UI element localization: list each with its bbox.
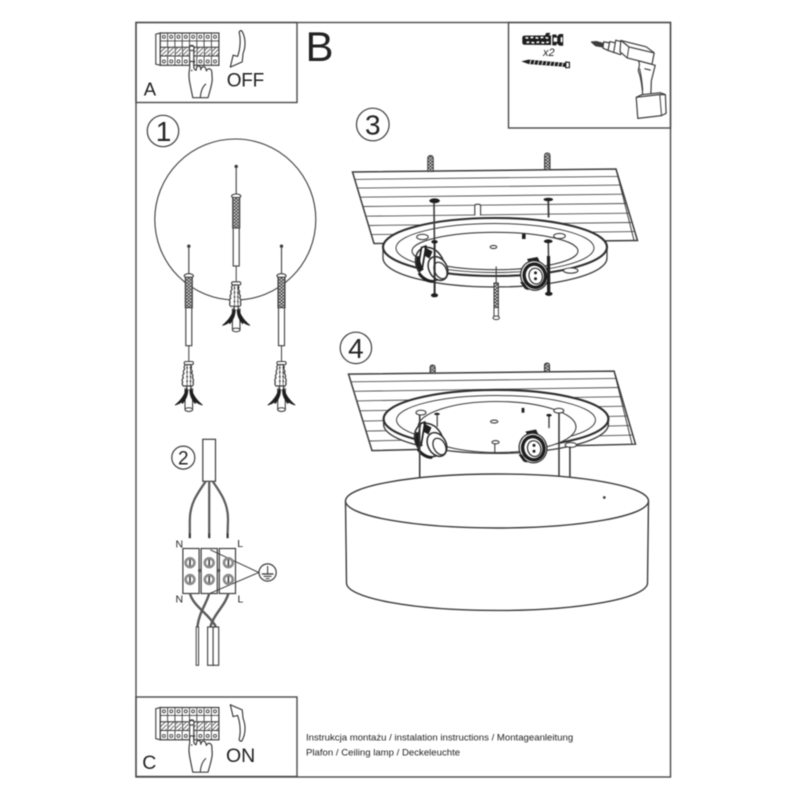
svg-text:2: 2: [178, 448, 189, 469]
svg-text:OFF: OFF: [227, 70, 264, 91]
svg-text:x2: x2: [542, 47, 555, 59]
svg-text:L: L: [237, 538, 243, 550]
svg-text:Instrukcja montażu / instalati: Instrukcja montażu / instalation instruc…: [306, 733, 573, 744]
svg-text:N: N: [176, 539, 184, 551]
svg-text:Plafon / Ceiling lamp / Deckel: Plafon / Ceiling lamp / Deckeleuchte: [306, 748, 460, 759]
svg-text:C: C: [142, 752, 156, 774]
svg-text:L: L: [238, 594, 244, 606]
svg-text:B: B: [306, 23, 334, 70]
svg-text:A: A: [144, 79, 157, 100]
svg-text:4: 4: [348, 333, 364, 364]
svg-text:3: 3: [365, 110, 381, 141]
svg-text:ON: ON: [226, 745, 255, 767]
svg-text:1: 1: [156, 116, 172, 147]
svg-text:N: N: [176, 594, 184, 606]
